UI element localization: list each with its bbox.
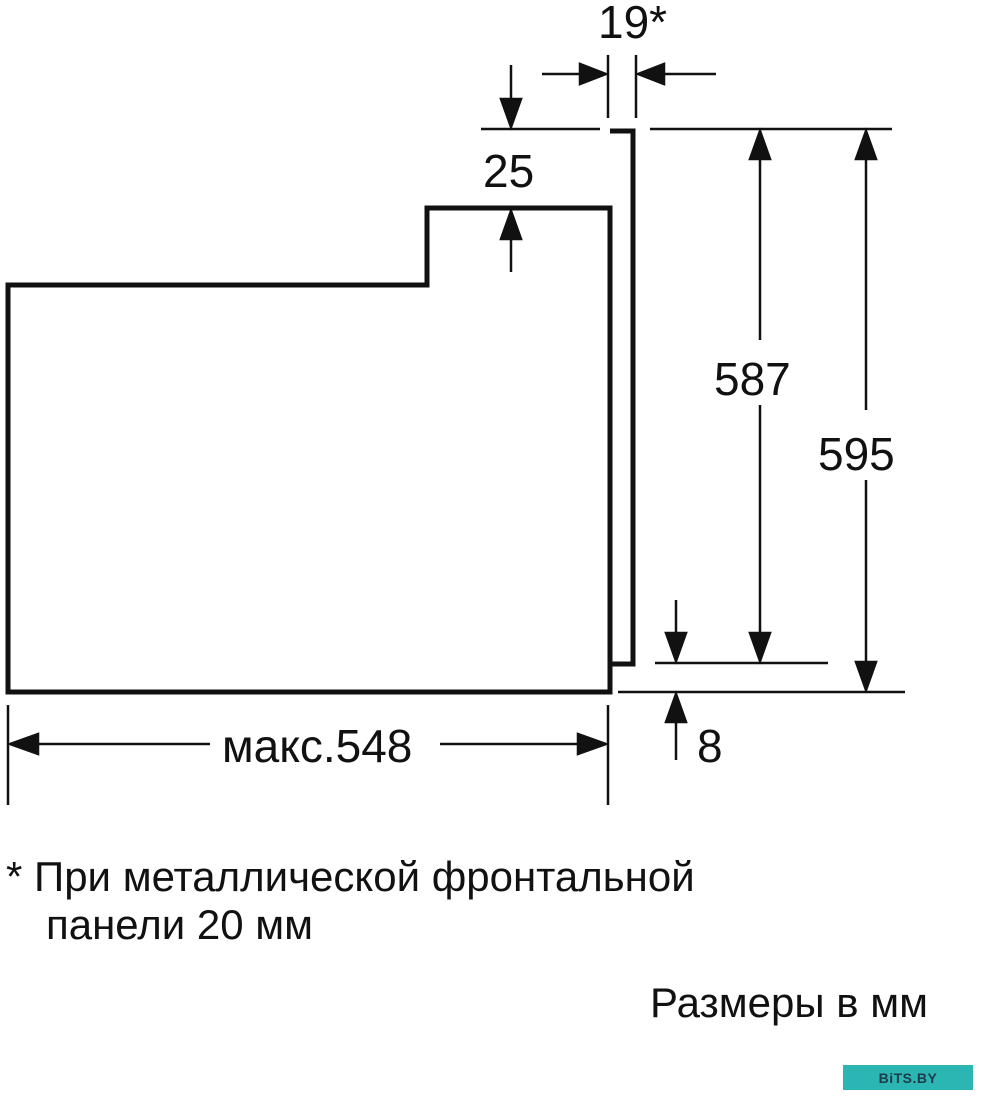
footnote-line-1: * При металлической фронтальной (6, 853, 695, 900)
dim-panel-thickness: 19* (598, 0, 667, 48)
units-caption: Размеры в мм (650, 979, 928, 1026)
dim-overall-height: 595 (818, 428, 895, 480)
dim-max-depth: макс.548 (222, 720, 412, 772)
dimension-arrows (6, 62, 878, 760)
watermark-badge: BiTS.BY (843, 1065, 973, 1090)
footnote-line-2: панели 20 мм (46, 901, 314, 948)
dim-top-step: 25 (483, 145, 534, 197)
oven-body-outline (5, 128, 636, 695)
dim-inner-height: 587 (714, 353, 791, 405)
extension-lines (6, 55, 905, 805)
dim-bottom-offset: 8 (697, 720, 723, 772)
